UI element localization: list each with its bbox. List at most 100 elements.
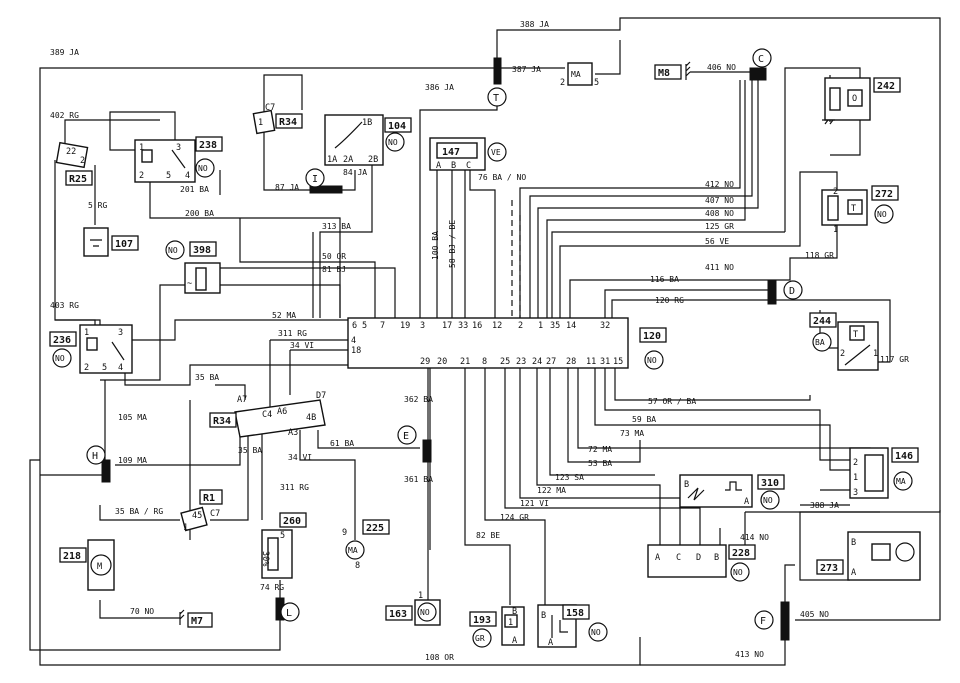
sensor-244-tag: 244 [813,316,831,327]
component-193: 1 B A 193 GR [469,606,525,648]
ecu-top-pin: 16 [472,321,482,331]
r34-mid-pin-d7: D7 [316,391,326,401]
sensor-310: B A 310 NO [679,474,785,510]
ecu-bottom-pin: 8 [482,357,487,367]
wire-53ba: 53 BA [588,459,612,468]
c228-pin-d: D [696,553,701,563]
r34-mid-pin-c4: C4 [262,410,272,420]
wire-84ja: 84 JA [343,168,367,177]
wire-121vi: 121 VI [520,499,549,508]
ma-top-pin-2: 2 [560,78,565,88]
ecu-bottom-pin: 15 [613,357,623,367]
wire-311rg-b: 311 RG [280,483,309,492]
wire-313ba: 313 BA [322,222,351,231]
r34-top-tag: R34 [279,117,297,128]
ecu-bottom-pin: 29 [420,357,430,367]
relay-236-pin-3: 3 [118,328,123,338]
r1-pin-c7: C7 [210,509,220,519]
r34-mid-pin-a3: A3 [288,428,298,438]
relay-236: 1 2 3 4 5 236 NO [49,324,133,374]
wire-403rg: 403 RG [50,301,79,310]
wire-122ma: 122 MA [537,486,566,495]
display-147: 147 A B C VE [429,137,507,171]
ecu-top-pin: 35 [550,321,560,331]
ground-m8-tag: M8 [658,68,670,79]
wire-125gr: 125 GR [705,222,734,231]
ecu-bottom-pin: 28 [566,357,576,367]
relay-238-pin-2: 2 [139,171,144,181]
connector-r1: 45 1 C7 R1 [180,489,223,533]
wire-35ba: 35 BA [195,373,219,382]
wire-109ma: 109 MA [118,456,147,465]
switch-104-tag: 104 [388,121,406,132]
ecu-top-pin: 3 [420,321,425,331]
connector-h: H [92,451,98,462]
switch-104-circle: NO [388,138,398,147]
sensor-272-t: T [851,204,856,214]
c193-tag: 193 [473,615,491,626]
switch-104-pin-1a: 1A [327,155,337,165]
connector-f: F [760,616,766,627]
ground-m7-tag: M7 [191,616,203,627]
wire-74rg: 74 RG [260,583,284,592]
wire-388ja: 388 JA [520,20,549,29]
wire-87ja: 87 JA [275,183,299,192]
wire-412no: 412 NO [705,180,734,189]
ecu-left-pin: 4 [351,336,356,346]
c260-pin: 5 [280,531,285,541]
wire-386ja: 386 JA [425,83,454,92]
c310-circle: NO [763,496,773,505]
ecu-left-pins: 418 [351,336,361,356]
wire-120rg: 120 RG [655,296,684,305]
wire-5rg: 5 RG [88,201,107,210]
c273-tag: 273 [820,563,838,574]
component-ma-top: MA 2 5 [560,62,599,88]
c398-tag: 398 [193,245,211,256]
c228-pin-c: C [676,553,681,563]
r25-pin-22: 22 [66,147,76,157]
relay-238-tag: 238 [199,140,217,151]
r34-mid-pin-a6: A6 [277,407,287,417]
wire-389ja: 389 JA [50,48,79,57]
c225-pin-8: 8 [355,561,360,571]
component-225: MA 9 8 225 [342,519,390,571]
r34-top-pin-c7: C7 [265,103,275,113]
c158-pin-b: B [541,611,546,621]
wire-82be: 82 BE [476,531,500,540]
ecu-top-pin: 7 [380,321,385,331]
component-398: ~ 398 NO [165,240,221,294]
wire-108or: 108 OR [425,653,454,662]
switch-158: B A 158 NO [537,604,608,648]
relay-236-pin-5: 5 [102,363,107,373]
r25-pin-2: 2 [80,156,85,166]
ma-top-pin-5: 5 [594,78,599,88]
c146-circle: MA [896,477,906,486]
sensor-272-tag: 272 [875,189,893,200]
component-146: 2 1 3 146 MA [849,447,919,499]
c146-pin-3: 3 [853,488,858,498]
c273-pin-a: A [851,568,856,578]
r34-mid-pin-4b: 4B [306,413,316,423]
c398-wave: ~ [187,279,192,289]
wire-124gr: 124 GR [500,513,529,522]
ecu-top-pin: 1 [538,321,543,331]
ecu-tag: 120 [643,331,661,342]
c146-pin-2: 2 [853,458,858,468]
c228-circle: NO [733,568,743,577]
c310-pin-b: B [684,480,689,490]
ecu-top-pin: 17 [442,321,452,331]
connector-l: L [286,608,292,619]
wire-labels: 388 JA 389 JA 387 JA 386 JA 406 NO 402 R… [50,20,909,662]
display-147-pin-a: A [436,161,441,171]
c163-pin: 1 [418,591,423,601]
connector-d: D [789,286,795,297]
wire-105ma: 105 MA [118,413,147,422]
wire-50or: 50 OR [322,252,346,261]
relay-238: 1 2 3 4 5 201 BA 238 NO [134,136,223,194]
c107-tag: 107 [115,239,133,250]
component-260: 5 30% 260 [260,512,307,579]
display-147-tag: 147 [442,147,460,158]
c163-tag: 163 [389,609,407,620]
